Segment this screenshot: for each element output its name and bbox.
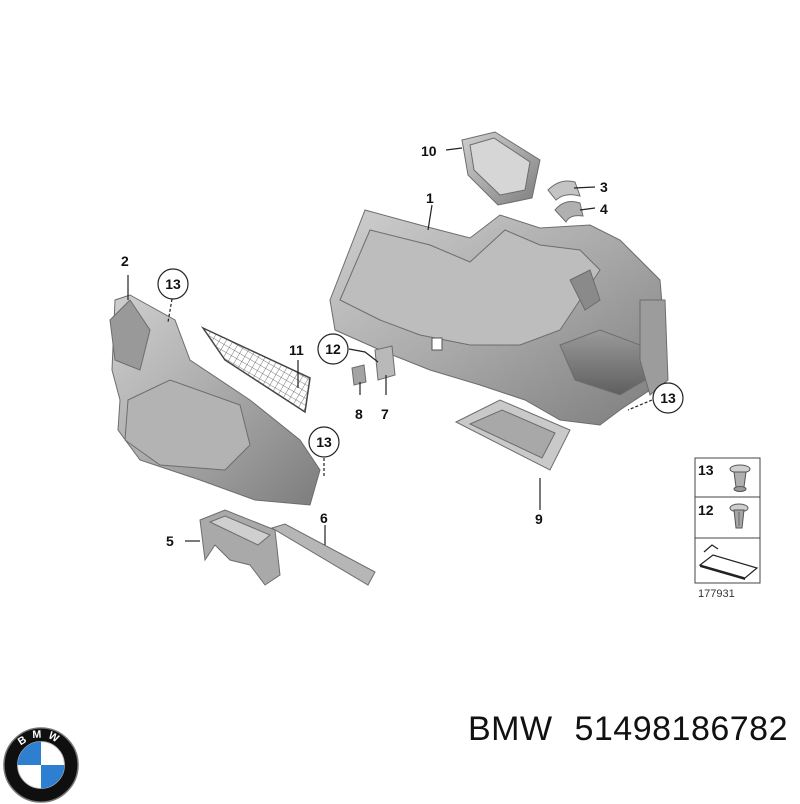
rivet-fastener-icon: [729, 503, 749, 529]
leader-lines: [127, 147, 653, 545]
part-11-luggage-net: [200, 326, 311, 414]
callout-11: 11: [289, 342, 304, 358]
bmw-logo: BMW: [3, 727, 79, 803]
callout-2: 2: [121, 253, 129, 269]
callout-10: 10: [421, 143, 437, 159]
panel-cutout: [431, 337, 443, 351]
callout-5: 5: [166, 533, 174, 549]
callout-13-circled-right: 13: [652, 382, 684, 414]
part-2-left-trim-panel: [109, 294, 321, 506]
part-9-tray: [454, 399, 571, 471]
part-5-bracket: [199, 509, 281, 586]
fastener-legend: 13 12 177931: [694, 457, 761, 600]
part-number: 51498186782: [574, 710, 788, 748]
callout-13-text: 13: [660, 390, 676, 406]
callout-12-text: 12: [325, 341, 341, 357]
callout-8: 8: [355, 406, 363, 422]
part-7-cover: [374, 345, 396, 381]
part-4-clip: [554, 201, 584, 223]
legend-row1-label: 13: [698, 462, 714, 478]
callout-9: 9: [535, 511, 543, 527]
callout-3: 3: [600, 179, 608, 195]
callout-7: 7: [381, 406, 389, 422]
part-3-clip: [547, 180, 581, 201]
callout-labels: 1 2 3 4 5 6 7 8 9 10 11 12 13 13 13: [121, 143, 684, 549]
callout-12-circled: 12: [317, 333, 349, 365]
callout-4: 4: [600, 201, 608, 217]
callout-13-text: 13: [316, 434, 332, 450]
part-caption: BMW 51498186782: [468, 710, 788, 749]
part-8-cap: [351, 364, 367, 386]
part-10-cover: [461, 131, 541, 206]
clip-fastener-icon: [729, 464, 751, 492]
callout-13-circled-left-top: 13: [157, 268, 189, 300]
part-1-side-trim-panel: [329, 209, 669, 426]
diagram-number: 177931: [698, 588, 735, 600]
legend-row2-label: 12: [698, 502, 714, 518]
brand-name: BMW: [467, 710, 553, 748]
callout-13-text: 13: [165, 276, 181, 292]
trim-strip-icon: [698, 544, 759, 580]
callout-13-circled-left-bottom: 13: [308, 426, 340, 458]
part-6-strip: [270, 523, 376, 586]
callout-6: 6: [320, 510, 328, 526]
callout-1: 1: [426, 190, 434, 206]
